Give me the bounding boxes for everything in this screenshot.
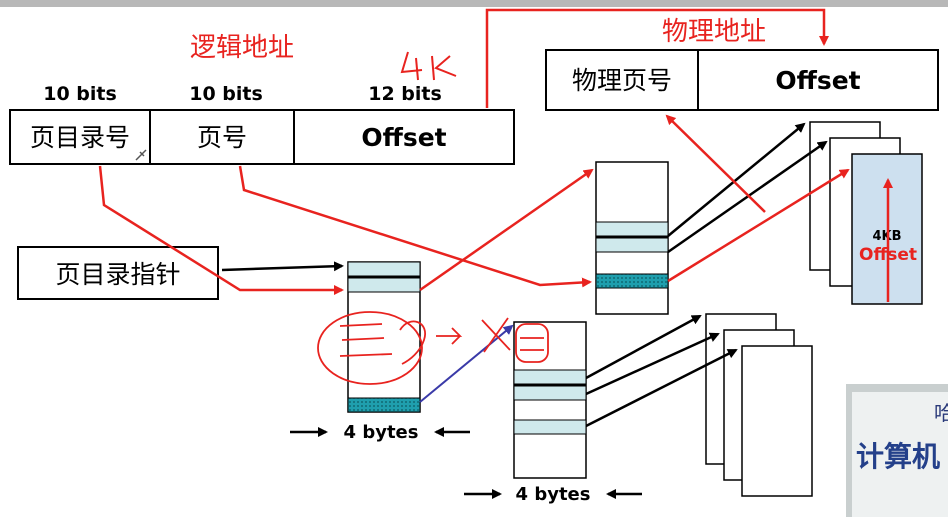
- physical-address-title: 物理地址: [662, 17, 766, 47]
- field-directory-number: 页目录号: [30, 123, 130, 152]
- top-border-bar: [0, 0, 948, 7]
- handwritten-4k-note: [400, 51, 457, 81]
- video-overlay-top-text: 哈: [934, 401, 948, 425]
- logical-address-box: [9, 109, 515, 165]
- page-table-upper: [595, 161, 669, 315]
- page-frames-upper: [809, 121, 923, 305]
- blue-annotation-arrow: [419, 324, 514, 403]
- red-arrows: [98, 8, 850, 295]
- field-offset: Offset: [361, 123, 446, 152]
- field-page-number: 页号: [197, 123, 247, 152]
- video-overlay-main-text: 计算机: [856, 440, 940, 473]
- physical-page-number: 物理页号: [572, 66, 672, 95]
- physical-offset: Offset: [775, 66, 860, 95]
- pen-cursor-icon: [135, 149, 147, 161]
- page-table-lower: [513, 321, 587, 479]
- handwritten-annotations: [317, 311, 549, 385]
- directory-width-label: 4 bytes: [344, 422, 419, 443]
- bits-label-offset: 12 bits: [368, 83, 442, 105]
- video-overlay: [846, 384, 948, 517]
- black-arrows: [221, 122, 828, 428]
- logical-address-title: 逻辑地址: [190, 33, 294, 63]
- page-frames-lower: [705, 313, 813, 497]
- bits-label-table: 10 bits: [189, 83, 263, 105]
- page-directory-table: [347, 261, 421, 413]
- bits-label-directory: 10 bits: [43, 83, 117, 105]
- page-table-width-label: 4 bytes: [516, 484, 591, 505]
- physical-address-box: [545, 49, 939, 111]
- page-directory-pointer-label: 页目录指针: [55, 260, 180, 289]
